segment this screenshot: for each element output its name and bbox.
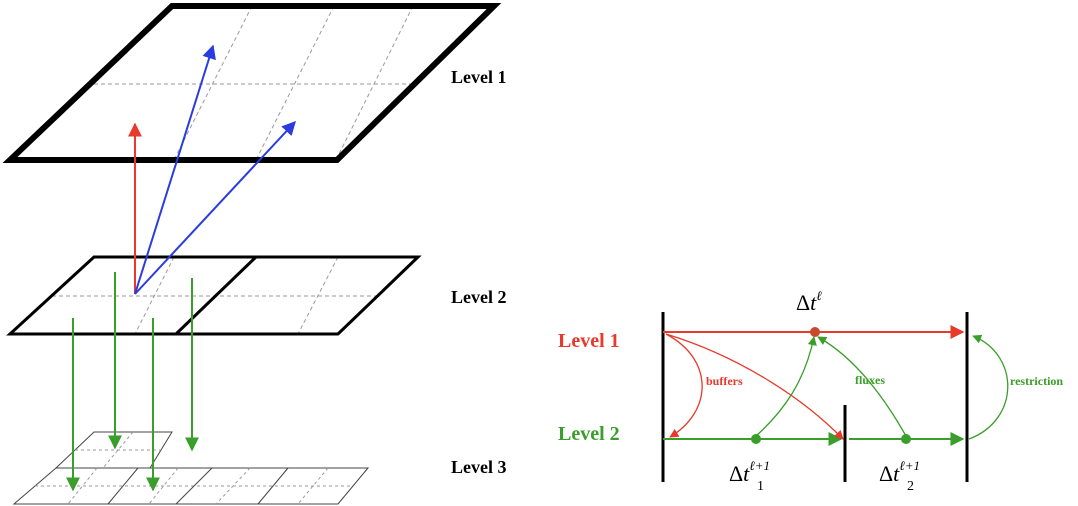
downward-arrows bbox=[66, 272, 199, 492]
left-level-2-label: Level 2 bbox=[451, 287, 507, 307]
level-1-grid bbox=[2, 2, 502, 163]
fine-timestep-1-label: Δtℓ+1 bbox=[729, 458, 770, 486]
coarse-timestep-label: Δtℓ bbox=[796, 288, 822, 315]
fine-timestep-2-subscript: 2 bbox=[907, 479, 914, 494]
left-level-3-label: Level 3 bbox=[451, 457, 507, 477]
blue-flux-arrow-1 bbox=[134, 44, 216, 295]
coarse-midpoint bbox=[810, 327, 820, 337]
fine-timestep-2-label: Δtℓ+1 bbox=[879, 458, 920, 486]
buffers-curve-2 bbox=[665, 333, 844, 440]
fluxes-curve-2 bbox=[817, 336, 907, 437]
buffers-label: buffers bbox=[706, 374, 743, 388]
level-3-grid bbox=[12, 431, 370, 505]
upward-arrows bbox=[128, 44, 296, 295]
blue-flux-arrow-2 bbox=[134, 120, 296, 295]
fluxes-curve-1 bbox=[755, 336, 817, 437]
buffers-curve-1 bbox=[665, 333, 703, 438]
timeline-level-1-label: Level 1 bbox=[558, 330, 620, 352]
timeline-level-2-label: Level 2 bbox=[558, 423, 620, 445]
fine-midpoint-1 bbox=[751, 434, 761, 444]
fluxes-label: fluxes bbox=[855, 373, 885, 387]
restriction-curve bbox=[968, 334, 1009, 440]
left-level-1-label: Level 1 bbox=[451, 67, 507, 87]
level-2-grid bbox=[6, 255, 422, 336]
timeline-diagram: Level 1 Level 2 buffers fluxes restricti… bbox=[558, 288, 1063, 494]
fine-midpoint-2 bbox=[901, 434, 911, 444]
fine-timestep-1-subscript: 1 bbox=[757, 479, 764, 494]
restriction-label: restriction bbox=[1010, 374, 1063, 388]
